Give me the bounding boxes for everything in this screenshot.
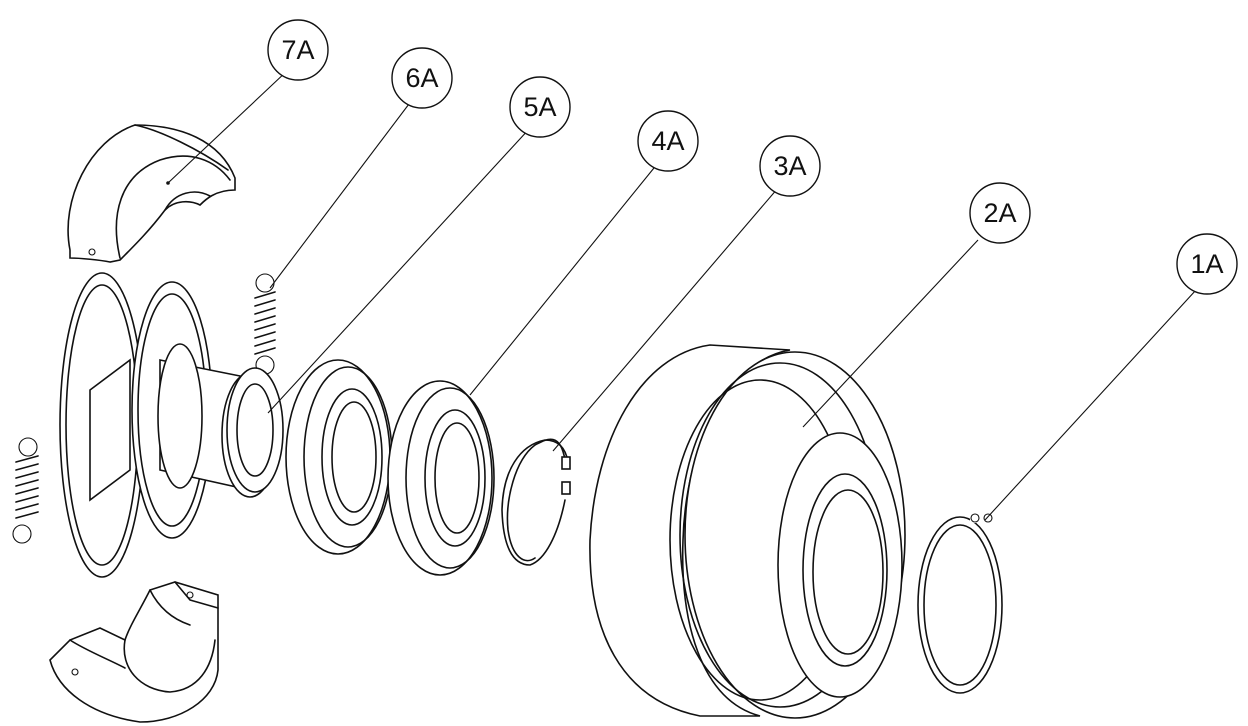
callout-2a-label: 2A bbox=[983, 198, 1016, 228]
callout-7a-label: 7A bbox=[281, 35, 314, 65]
callout-1a: 1A bbox=[1176, 233, 1238, 295]
callout-3a-label: 3A bbox=[773, 151, 806, 181]
leader-6a bbox=[269, 99, 413, 289]
part-2a-housing bbox=[589, 344, 906, 719]
callout-3a: 3A bbox=[759, 135, 821, 197]
leader-2a bbox=[802, 239, 979, 428]
leader-1a bbox=[984, 289, 1197, 521]
part-1a-retaining-ring bbox=[917, 513, 1003, 694]
part-lower-shell bbox=[49, 581, 219, 723]
part-bearing-outer bbox=[285, 359, 393, 555]
leader-lines bbox=[167, 69, 1197, 521]
callout-1a-label: 1A bbox=[1190, 249, 1223, 279]
leader-3a bbox=[552, 187, 779, 452]
callout-7a: 7A bbox=[267, 19, 329, 81]
leader-4a bbox=[469, 162, 659, 396]
callout-5a: 5A bbox=[509, 76, 571, 138]
callout-4a: 4A bbox=[637, 110, 699, 172]
part-6a-spring-upper bbox=[254, 273, 276, 375]
leader-7a bbox=[167, 69, 289, 184]
part-3a-snap-ring bbox=[501, 438, 571, 566]
callout-6a-label: 6A bbox=[405, 63, 438, 93]
callout-6a: 6A bbox=[391, 47, 453, 109]
callout-5a-label: 5A bbox=[523, 92, 556, 122]
part-5a-seal bbox=[226, 367, 284, 493]
part-spring-lower bbox=[12, 437, 39, 544]
part-7a-upper-shell bbox=[67, 124, 236, 263]
part-4a-bearing bbox=[387, 380, 495, 576]
callout-2a: 2A bbox=[969, 182, 1031, 244]
leader-5a bbox=[267, 127, 531, 414]
callout-4a-label: 4A bbox=[651, 126, 684, 156]
